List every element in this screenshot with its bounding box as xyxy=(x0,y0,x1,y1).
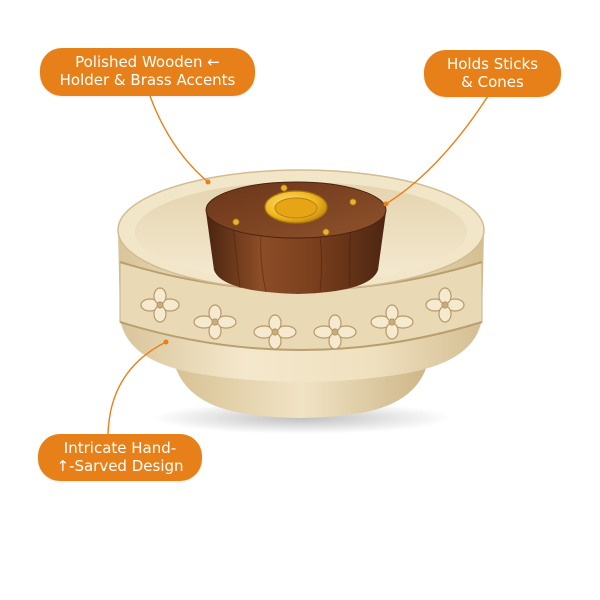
callout-polished-line1: Polished Wooden ← xyxy=(75,53,220,71)
carved-flower-motifs xyxy=(140,287,465,350)
leader-dots xyxy=(163,179,389,345)
callout-polished-wooden: Polished Wooden ← Holder & Brass Accents xyxy=(40,48,255,96)
callout-hand-carved: Intricate Hand- ↑-Sarved Design xyxy=(38,434,202,481)
callout-carved-line1: Intricate Hand- xyxy=(63,439,177,457)
leader-holds xyxy=(385,95,489,205)
callout-holds-sticks: Holds Sticks & Cones xyxy=(424,50,561,97)
callout-leader-lines xyxy=(107,95,489,435)
brass-cup-opening xyxy=(274,197,318,219)
band-lower-edge xyxy=(119,321,483,351)
leader-polished xyxy=(149,95,209,183)
callout-holds-line2: & Cones xyxy=(461,73,524,91)
floor-shadow xyxy=(152,402,452,434)
callout-carved-line2: ↑-Sarved Design xyxy=(56,457,184,475)
brass-rivets xyxy=(232,184,357,236)
callout-polished-line2: Holder & Brass Accents xyxy=(59,71,236,89)
callout-holds-line1: Holds Sticks xyxy=(446,55,539,73)
leader-carved xyxy=(107,341,167,435)
